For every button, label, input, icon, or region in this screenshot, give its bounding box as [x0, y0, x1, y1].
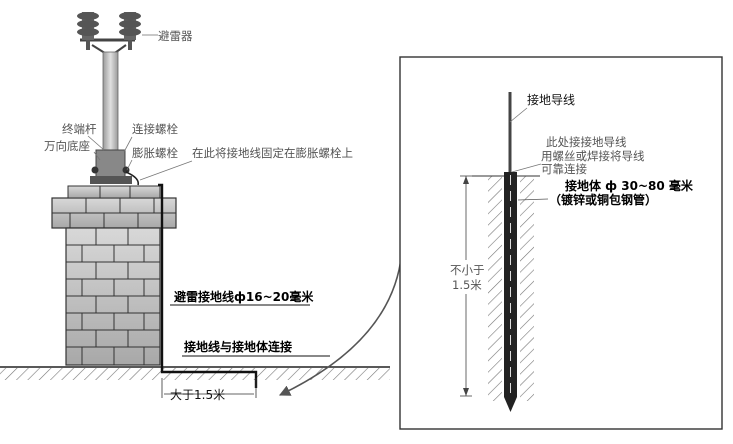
grounding-wire [158, 183, 258, 388]
left-installation-view: 避雷器 终端杆 万向底座 连接螺栓 膨胀螺栓 在此将接地线固定在膨胀螺栓上 [0, 12, 403, 402]
bolt-wire [125, 171, 140, 186]
depth-label-line-2: 1.5米 [452, 278, 482, 292]
soil-hatch-left [488, 176, 502, 401]
brick-pillar [51, 185, 177, 366]
connection-note-line-2: 用螺丝或焊接将导线 [541, 149, 645, 163]
terminal-rod-label: 终端杆 [62, 122, 97, 136]
connection-label: 接地线与接地体连接 [184, 339, 292, 354]
electrode-material-label: （镀锌或铜包钢管） [549, 192, 657, 207]
connect-bolt-label: 连接螺栓 [132, 122, 178, 136]
soil-hatch-right [520, 176, 534, 401]
detail-panel: 接地导线 此处接接地导线 用螺丝或焊接将导线 可靠连接 接地体 ф 30~80 … [399, 56, 723, 430]
ground-electrode [504, 172, 517, 412]
depth-label-line-1: 不小于 [450, 263, 485, 277]
fix-note: 在此将接地线固定在膨胀螺栓上 [192, 146, 353, 160]
ground-surface [0, 366, 390, 380]
universal-base [90, 149, 132, 184]
connection-note-line-1: 此处接接地导线 [546, 135, 627, 149]
arrester-label: 避雷器 [158, 29, 193, 43]
base-label: 万向底座 [44, 139, 90, 153]
expansion-bolt-label: 膨胀螺栓 [132, 146, 178, 160]
connection-note-line-3: 可靠连接 [541, 162, 587, 176]
lightning-arrester [77, 12, 141, 56]
detail-arrow [278, 249, 403, 396]
ground-wire-label: 避雷接地线ф16~20毫米 [174, 289, 314, 304]
arrester-insulator-right [119, 12, 141, 50]
ground-conductor-label: 接地导线 [527, 92, 575, 107]
distance-dimension [161, 378, 257, 398]
distance-label: 大于1.5米 [170, 388, 225, 402]
electrode-label: 接地体 ф 30~80 毫米 [565, 178, 694, 193]
arrester-insulator-left [77, 12, 99, 50]
